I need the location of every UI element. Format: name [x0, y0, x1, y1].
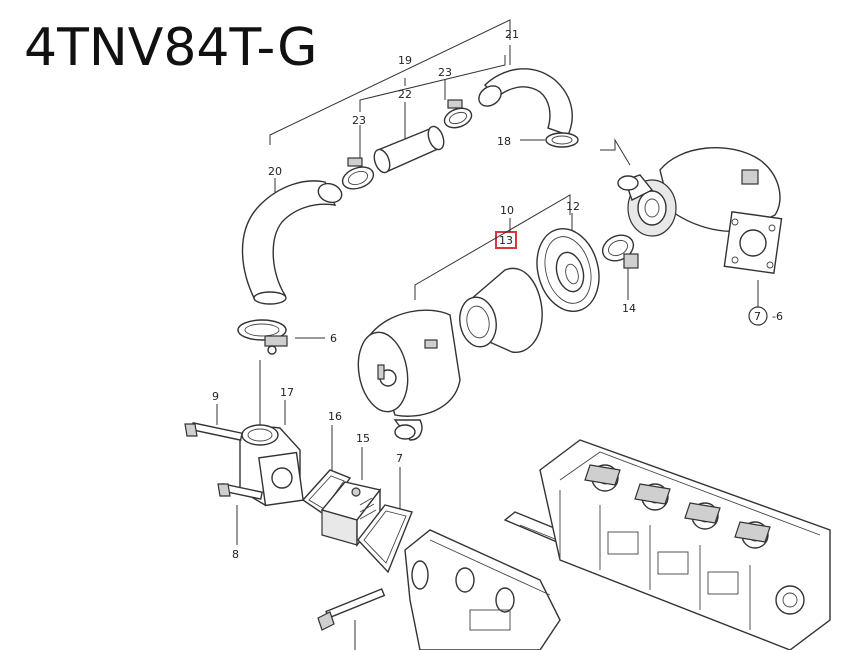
callout-14: 14: [622, 302, 636, 315]
callout-6: 6: [330, 332, 337, 345]
intake-elbow-17: [239, 424, 304, 507]
ref-circle-label: 7: [754, 310, 761, 323]
callout-13: 13: [499, 234, 513, 247]
cylinder-head: [539, 439, 831, 650]
turbocharger: [617, 147, 783, 274]
callout-19: 19: [398, 54, 412, 67]
hose-21: [478, 68, 573, 136]
bolt-8: [217, 483, 264, 500]
ref-suffix-label: -6: [772, 310, 783, 323]
clamp-18: [545, 132, 579, 148]
clamp-23-right: [443, 99, 473, 129]
bolt-9: [184, 422, 243, 441]
intake-heater-15: [320, 481, 382, 548]
callout-23-right: 23: [438, 66, 452, 79]
manifold-bolt: [317, 588, 386, 631]
clamp-6: [237, 319, 288, 355]
callout-13-highlight[interactable]: 13: [495, 231, 517, 249]
callout-7: 7: [396, 452, 403, 465]
callout-8: 8: [232, 548, 239, 561]
callout-10: 10: [500, 204, 514, 217]
gasket-16: [301, 469, 352, 516]
callout-22: 22: [398, 88, 412, 101]
gasket-7: [357, 504, 413, 574]
intake-manifold: [404, 529, 561, 650]
pipe-22: [373, 125, 445, 174]
clamp-14: [601, 234, 639, 269]
callout-15: 15: [356, 432, 370, 445]
cone-element-13: [459, 267, 543, 353]
callout-23-left: 23: [352, 114, 366, 127]
filter-element-12: [536, 227, 600, 313]
callout-21: 21: [505, 28, 519, 41]
hose-20: [241, 180, 343, 305]
callout-20: 20: [268, 165, 282, 178]
callout-12: 12: [566, 200, 580, 213]
air-cleaner-10: [357, 309, 461, 441]
page-title: 4TNV84T-G: [24, 18, 318, 78]
callout-17: 17: [280, 386, 294, 399]
leader-frame-top: [269, 19, 511, 195]
callout-16: 16: [328, 410, 342, 423]
callout-18: 18: [497, 135, 511, 148]
reference-callout: 7 -6: [748, 280, 783, 326]
callout-9: 9: [212, 390, 219, 403]
clamp-23-left: [341, 157, 375, 190]
